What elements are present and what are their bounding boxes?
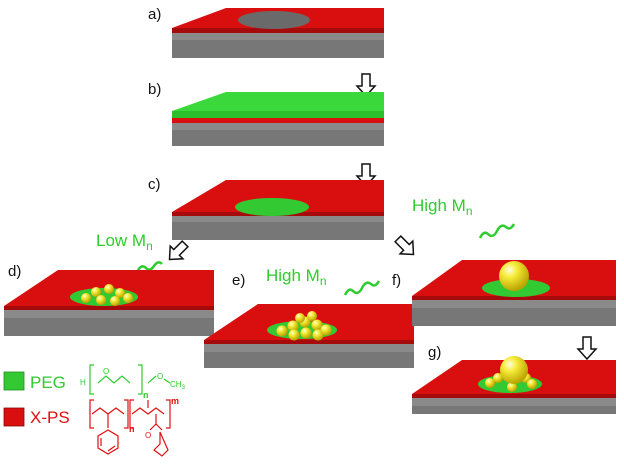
slab-e bbox=[204, 304, 414, 368]
high-mn-label-f: High Mn bbox=[412, 196, 473, 218]
svg-text:n: n bbox=[129, 424, 135, 434]
large-nanoparticle bbox=[500, 356, 528, 384]
svg-text:H: H bbox=[80, 378, 86, 387]
step-label-e: e) bbox=[232, 272, 245, 289]
svg-text:CH3: CH3 bbox=[170, 380, 186, 391]
hollow-diagonal-arrow-icon bbox=[168, 240, 189, 261]
polymer-chain-icon bbox=[478, 223, 516, 239]
low-mn-label: Low Mn bbox=[96, 231, 153, 253]
slab-c bbox=[172, 180, 384, 240]
svg-text:m: m bbox=[171, 396, 179, 406]
legend-label-xps: X-PS bbox=[30, 408, 70, 427]
step-label-a: a) bbox=[148, 6, 161, 23]
xps-structure: n O m bbox=[89, 396, 179, 457]
step-label-d: d) bbox=[8, 263, 21, 280]
slab-g bbox=[412, 356, 616, 414]
pore-hole bbox=[238, 11, 310, 29]
step-label-c: c) bbox=[148, 176, 161, 193]
polymer-chain-icon bbox=[343, 280, 381, 296]
large-nanoparticle bbox=[499, 261, 529, 291]
slab-a bbox=[172, 8, 384, 58]
nanoparticle-cluster bbox=[81, 284, 133, 306]
legend-swatch-peg bbox=[3, 371, 25, 391]
hollow-diagonal-arrow-icon bbox=[394, 235, 415, 256]
peg-structure: H O n O CH3 bbox=[80, 364, 186, 400]
hollow-down-arrow-icon bbox=[576, 336, 598, 361]
peg-disk bbox=[235, 198, 309, 216]
svg-text:O: O bbox=[145, 431, 151, 440]
legend-label-peg: PEG bbox=[30, 373, 66, 392]
step-label-b: b) bbox=[148, 81, 161, 98]
hollow-down-arrow-icon bbox=[355, 73, 377, 98]
step-label-f: f) bbox=[392, 272, 401, 289]
high-mn-label-e: High Mn bbox=[266, 266, 327, 288]
svg-text:n: n bbox=[143, 390, 149, 400]
svg-text:O: O bbox=[157, 372, 163, 381]
legend-swatch-xps bbox=[3, 407, 25, 427]
slab-f bbox=[412, 260, 616, 326]
step-label-g: g) bbox=[428, 344, 441, 361]
legend: PEG X-PS bbox=[3, 371, 70, 427]
slab-b bbox=[172, 92, 384, 146]
nanoparticle-cluster bbox=[276, 311, 332, 341]
polymer-chain-icon bbox=[136, 261, 163, 271]
svg-text:O: O bbox=[103, 367, 109, 376]
slab-d bbox=[4, 270, 214, 336]
